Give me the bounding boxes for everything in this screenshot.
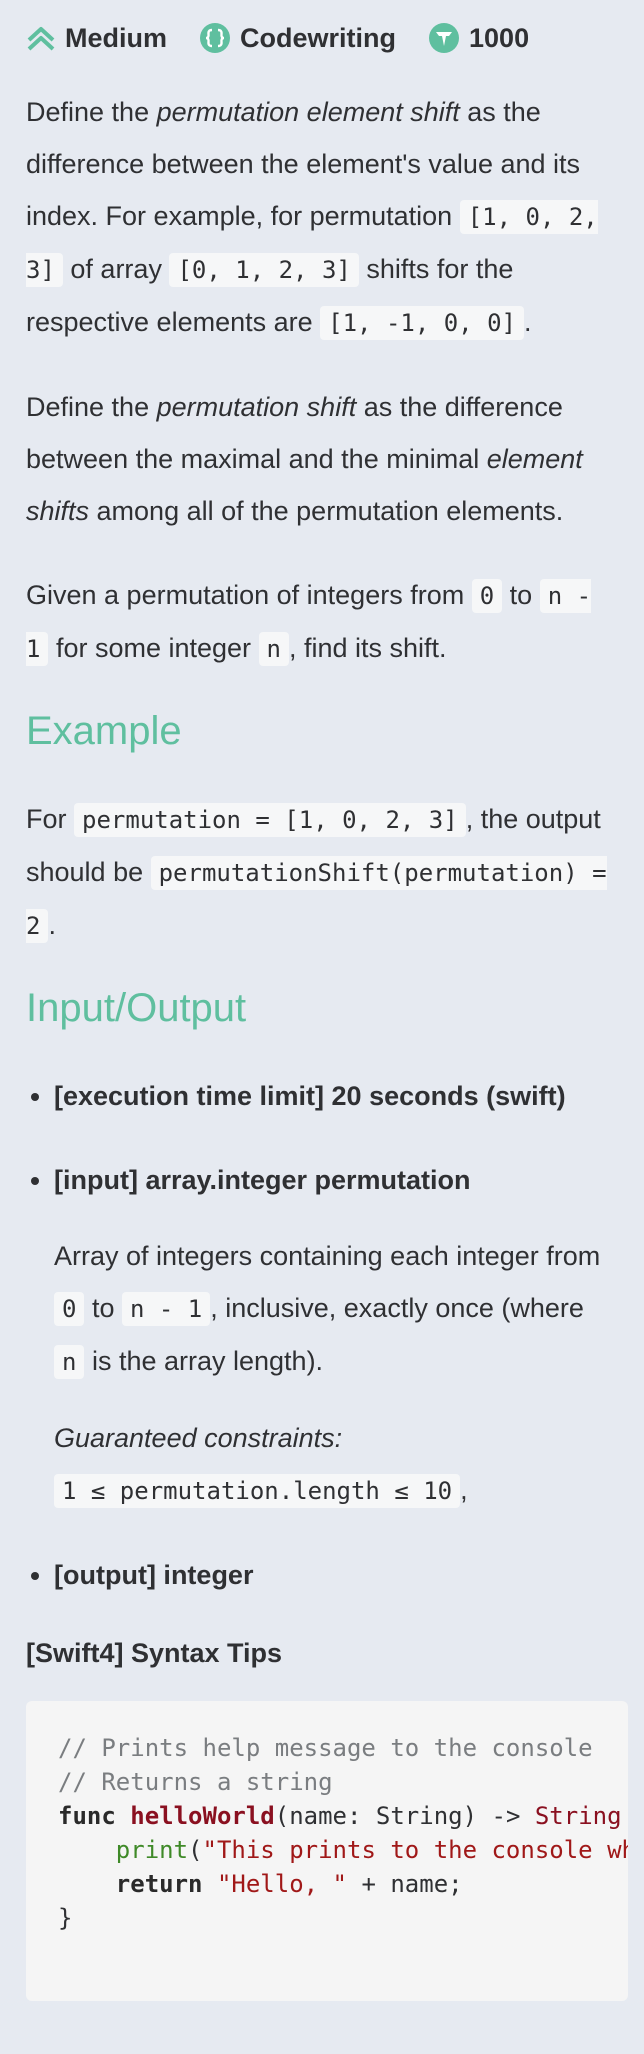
description-paragraph-2: Define the permutation shift as the diff… <box>26 381 618 537</box>
term-permutation-shift: permutation shift <box>156 392 357 422</box>
inline-code: permutation = [1, 0, 2, 3] <box>74 803 466 837</box>
code-plain: + name; <box>347 1870 463 1898</box>
term-permutation-element-shift: permutation element shift <box>156 97 460 127</box>
text-span: , find its shift. <box>289 633 447 663</box>
code-keyword: func <box>58 1802 116 1830</box>
text-span: , the output should be <box>26 804 601 887</box>
points-label: 1000 <box>469 22 530 53</box>
constraint-line: 1 ≤ permutation.length ≤ 10, <box>54 1464 618 1517</box>
example-paragraph: For permutation = [1, 0, 2, 3], the outp… <box>26 793 618 952</box>
io-item-input: [input] array.integer permutation Array … <box>54 1154 618 1517</box>
task-description-page: Medium Codewriting 1000 Define the permu… <box>0 0 644 2001</box>
code-braces-icon <box>200 23 231 53</box>
text-span: . <box>523 307 532 337</box>
io-item-label: [input] array.integer permutation <box>54 1165 471 1195</box>
code-string: "Hello, " <box>216 1870 347 1898</box>
example-heading: Example <box>26 709 182 753</box>
code-string: "This prints to the console when you Run… <box>202 1836 629 1864</box>
inline-code: n <box>54 1345 85 1379</box>
points-shield-icon <box>429 23 460 53</box>
inline-code: 0 <box>471 579 503 613</box>
difficulty-badge: Medium <box>26 23 167 54</box>
inline-code: 1 ≤ permutation.length ≤ 10 <box>54 1474 461 1508</box>
text-span: among all of the permutation elements. <box>89 496 564 526</box>
code-brace: } <box>58 1904 73 1932</box>
text-span: of array <box>62 254 170 284</box>
text-span: , inclusive, exactly once (where <box>210 1293 584 1323</box>
io-list: [execution time limit] 20 seconds (swift… <box>26 1070 618 1601</box>
text-span: to <box>502 580 540 610</box>
io-item-time-limit: [execution time limit] 20 seconds (swift… <box>54 1070 618 1122</box>
text-span: Define the <box>26 392 157 422</box>
input-description: Array of integers containing each intege… <box>54 1230 618 1388</box>
constraints-title: Guaranteed constraints: <box>54 1423 343 1453</box>
inline-code: [0, 1, 2, 3] <box>169 253 359 287</box>
io-item-output: [output] integer <box>54 1549 618 1601</box>
io-item-label: [output] integer <box>54 1560 254 1590</box>
text-span: . <box>48 910 56 940</box>
text-span: to <box>84 1293 122 1323</box>
inline-code: [1, -1, 0, 0] <box>320 306 524 340</box>
text-span: Given a permutation of integers from <box>26 580 472 610</box>
description-paragraph-3: Given a permutation of integers from 0 t… <box>26 569 618 675</box>
task-meta-bar: Medium Codewriting 1000 <box>26 20 618 56</box>
text-span: Array of integers containing each intege… <box>54 1241 601 1271</box>
syntax-tips-code-block: // Prints help message to the console //… <box>26 1701 628 2001</box>
text-span: as the difference between the element's … <box>26 97 581 231</box>
points-badge: 1000 <box>428 22 529 54</box>
syntax-tips-title: [Swift4] Syntax Tips <box>26 1638 283 1668</box>
code-return-type: String { <box>534 1802 622 1830</box>
text-span: is the array length). <box>84 1346 324 1376</box>
text-span: , <box>460 1475 468 1505</box>
chevron-up-icon <box>27 27 55 51</box>
inline-code: n <box>258 632 289 666</box>
text-span: for some integer <box>48 633 259 663</box>
input-output-heading: Input/Output <box>26 986 247 1030</box>
inline-code: n - 1 <box>121 1292 211 1326</box>
code-keyword: return <box>115 1870 203 1898</box>
text-span: For <box>26 804 75 834</box>
code-function-name: helloWorld <box>130 1802 275 1830</box>
text-span: Define the <box>26 97 157 127</box>
code-comment: // Prints help message to the console <box>58 1734 593 1762</box>
code-builtin: print <box>115 1836 189 1864</box>
category-badge: Codewriting <box>199 22 396 54</box>
code-comment: // Returns a string <box>58 1768 333 1796</box>
code-punct: ( <box>188 1836 203 1864</box>
difficulty-label: Medium <box>65 22 168 53</box>
term-element-shifts: element shifts <box>26 444 583 526</box>
category-label: Codewriting <box>240 22 397 53</box>
inline-code: 0 <box>54 1292 85 1326</box>
code-params: (name: String) -> <box>274 1802 535 1830</box>
description-paragraph-1: Define the permutation element shift as … <box>26 86 618 349</box>
text-span: shifts for the respective elements are <box>26 254 514 337</box>
io-item-label: [execution time limit] 20 seconds (swift… <box>54 1081 566 1111</box>
text-span: as the difference between the maximal an… <box>26 392 563 474</box>
